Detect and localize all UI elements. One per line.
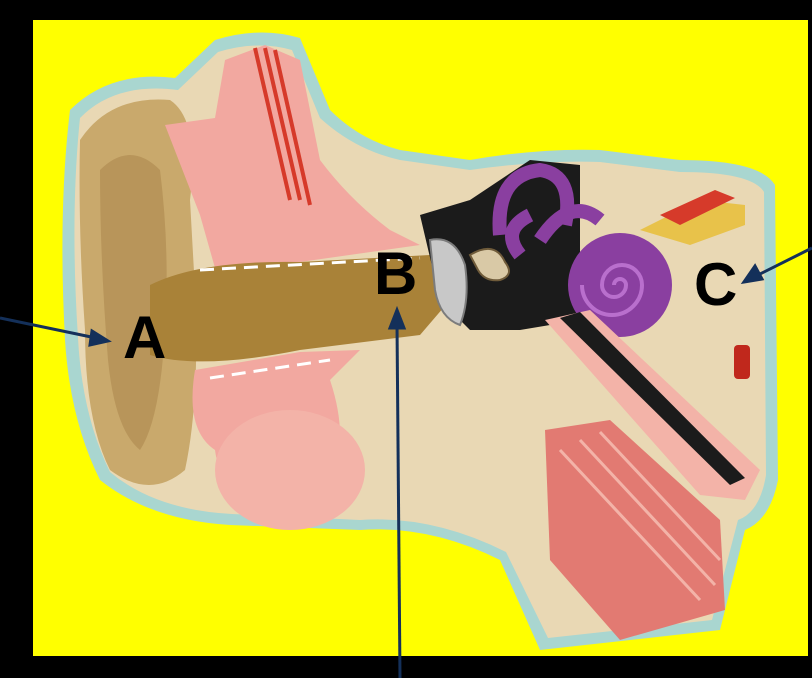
earlobe-tissue	[215, 410, 365, 530]
vessel	[734, 345, 750, 379]
label-b: B	[374, 240, 417, 307]
label-c: C	[694, 251, 737, 318]
label-a: A	[123, 304, 166, 371]
